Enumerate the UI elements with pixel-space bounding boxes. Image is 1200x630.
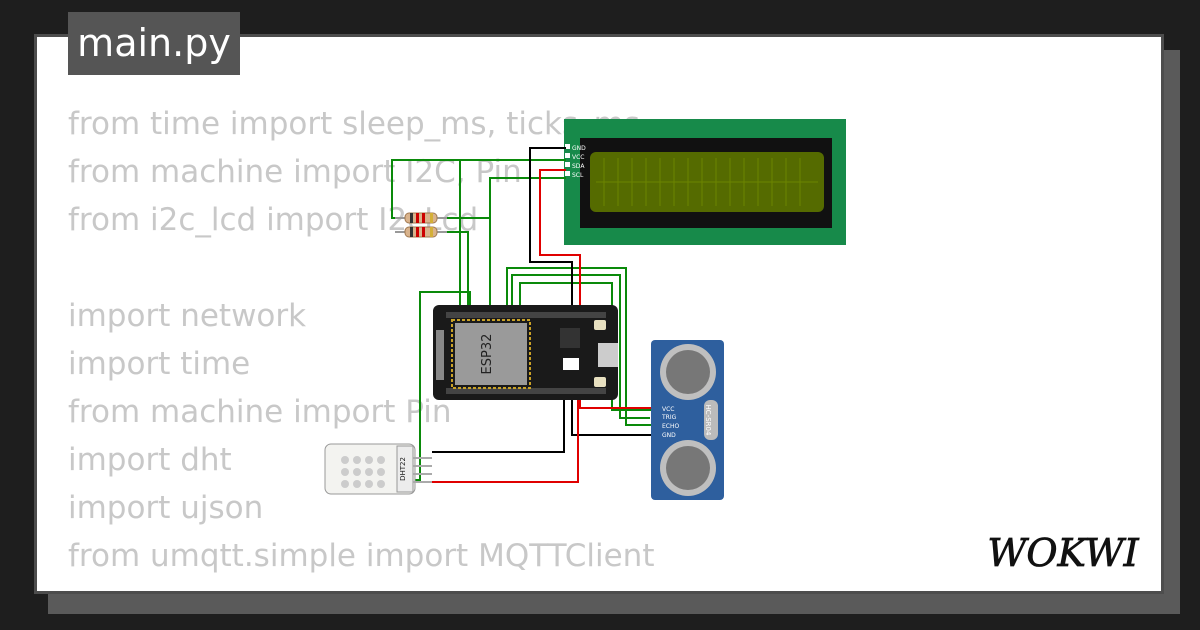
resistor (395, 212, 447, 224)
lcd-pin-label: SDA (572, 163, 585, 170)
hcsr04-label: HC-SR04 (704, 405, 712, 436)
hcsr04-pin-label: ECHO (662, 423, 679, 430)
esp32-board: ESP32 (433, 305, 618, 400)
code-preview: from time import sleep_ms, ticks_ms from… (68, 100, 654, 580)
file-tab[interactable]: main.py (68, 12, 240, 75)
lcd-pin-label: SCL (572, 172, 584, 179)
wokwi-logo: WOKWI (987, 531, 1140, 576)
code-line: from umqtt.simple import MQTTClient (68, 538, 655, 574)
dht22-sensor: DHT22 (324, 443, 432, 495)
resistor (395, 226, 447, 238)
code-line: import dht (68, 442, 232, 478)
lcd-display: GND VCC SDA SCL (564, 119, 846, 245)
code-line: from i2c_lcd import I2cLcd (68, 202, 479, 238)
code-line: import ujson (68, 490, 264, 526)
brand-name: WOKWI (987, 531, 1139, 575)
lcd-pin-label: GND (572, 145, 586, 152)
lcd-pin-label: VCC (572, 154, 584, 161)
esp32-label: ESP32 (480, 334, 495, 375)
hcsr04-pin-label: VCC (662, 406, 674, 413)
ultrasonic-sensor: HC-SR04 VCC TRIG ECHO GND (651, 340, 724, 500)
hcsr04-pin-label: TRIG (661, 414, 677, 421)
hcsr04-pin-label: GND (662, 432, 676, 439)
code-line: import time (68, 346, 251, 382)
dht22-label: DHT22 (399, 457, 407, 481)
code-line: import network (68, 298, 307, 334)
